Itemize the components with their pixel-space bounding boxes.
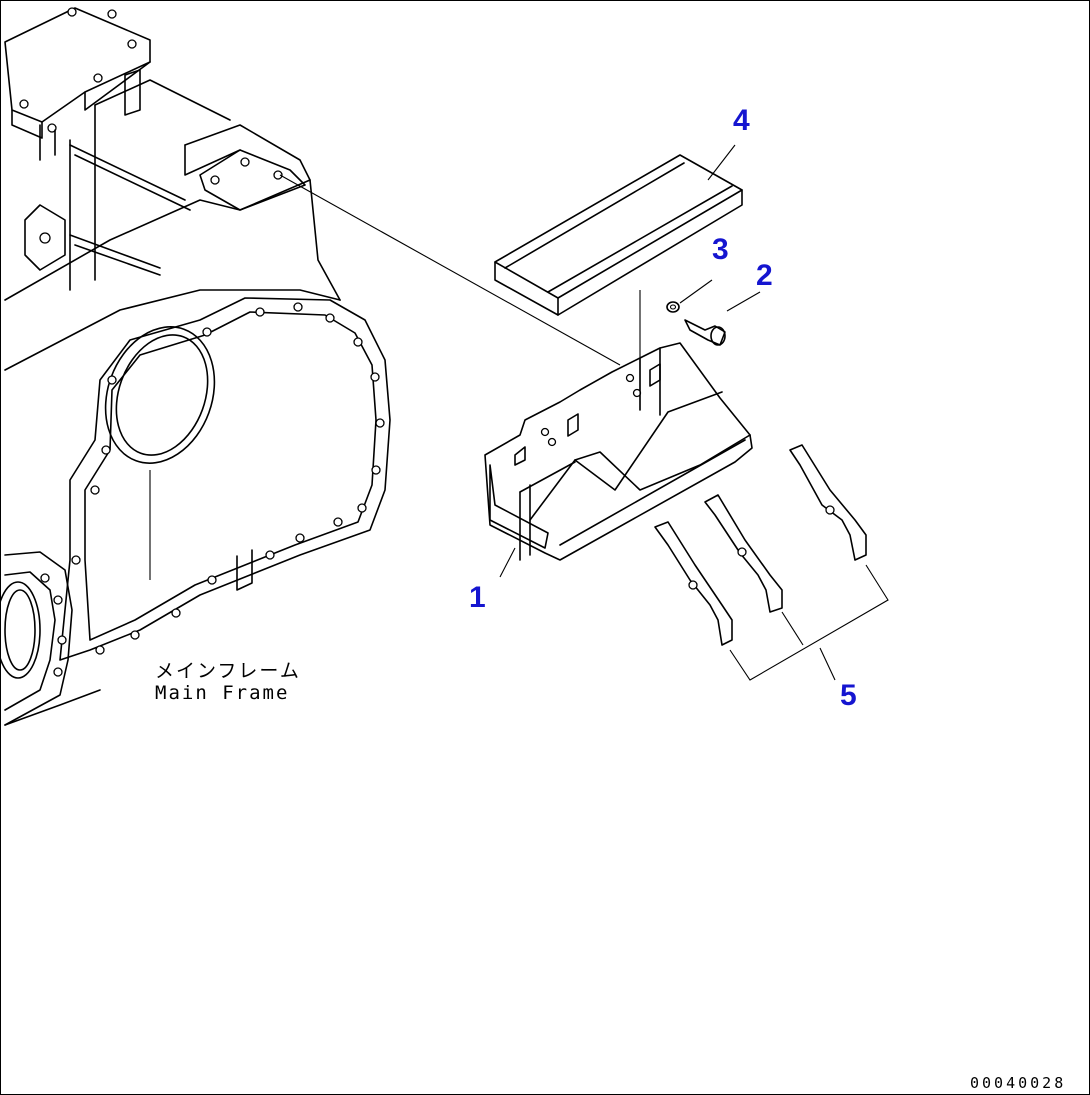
part-5-clips [654, 444, 867, 646]
callout-3: 3 [712, 233, 729, 266]
main-frame-drawing [0, 7, 391, 726]
callout-4: 4 [733, 104, 750, 137]
part-3-washer [666, 301, 680, 313]
callout-2: 2 [756, 259, 773, 292]
main-frame-label-en: Main Frame [155, 682, 289, 704]
drawing-code: 00040028 [970, 1074, 1066, 1092]
part-2-bolt [684, 319, 726, 346]
main-frame-label-jp: メインフレーム [155, 660, 301, 682]
leader-lines [499, 144, 889, 681]
part-1-tray [484, 342, 753, 561]
assembly-line [279, 174, 621, 366]
part-4-cover [494, 154, 743, 316]
callout-5: 5 [840, 679, 857, 712]
callout-1: 1 [469, 581, 486, 614]
